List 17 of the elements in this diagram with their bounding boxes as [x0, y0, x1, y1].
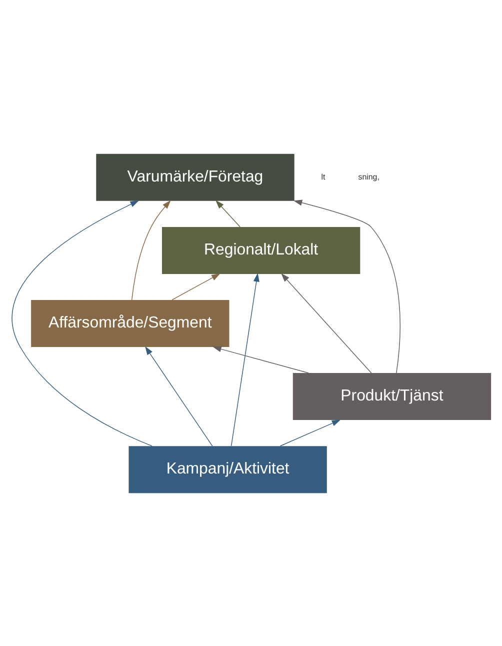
- arrow: [212, 346, 308, 373]
- arrow: [215, 200, 240, 227]
- arrow: [171, 273, 220, 300]
- label: sning,: [358, 172, 379, 181]
- label: lt: [320, 172, 325, 181]
- arrow: [230, 272, 259, 446]
- arrow: [130, 200, 170, 300]
- arrow: [279, 419, 340, 446]
- arrow: [280, 272, 372, 373]
- arrow: [144, 346, 212, 446]
- node-box: Kampanj/Aktivitet: [128, 446, 326, 493]
- node-box: Affärsområde/Segment: [30, 300, 229, 346]
- node-box: Produkt/Tjänst: [292, 372, 491, 420]
- arrow: [292, 199, 400, 373]
- node-box: Regionalt/Lokalt: [161, 226, 360, 274]
- arrow: [11, 200, 152, 446]
- node-box: Varumärke/Företag: [96, 153, 294, 200]
